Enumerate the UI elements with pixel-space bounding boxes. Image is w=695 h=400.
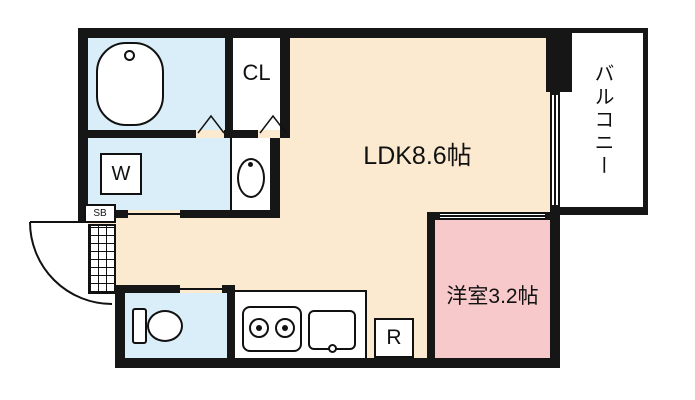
wall: [115, 285, 180, 293]
wall: [270, 138, 280, 218]
wall: [280, 28, 290, 138]
wall: [78, 28, 88, 222]
bathtub-fixture: [96, 42, 164, 126]
western-room-label: 洋室3.2帖: [446, 284, 539, 308]
balcony-wall: [643, 28, 648, 215]
bathtub-drain-icon: [124, 50, 135, 61]
closet-label: CL: [242, 60, 271, 85]
balcony-corner-wall: [546, 28, 572, 92]
wall: [115, 358, 560, 368]
vanity-faucet-icon: [248, 162, 253, 167]
window-western-room: [440, 212, 545, 220]
genkan-step: [88, 224, 116, 294]
shoebox-label: SB: [93, 208, 107, 219]
balcony-wall: [552, 207, 648, 215]
room-western: [435, 220, 550, 358]
balcony-wall: [560, 28, 648, 33]
wall: [286, 130, 290, 138]
wall: [115, 290, 125, 368]
ldk-label: LDK8.6帖: [363, 141, 472, 170]
wall: [78, 28, 560, 38]
refrigerator-label: R: [386, 326, 402, 349]
shoebox-box: SB: [84, 204, 116, 223]
window-ldk-balcony: [550, 95, 560, 205]
refrigerator-box: R: [374, 318, 414, 358]
stove-burner-icon: [249, 318, 269, 338]
wall: [78, 130, 196, 138]
room-closet: [233, 38, 280, 130]
balcony-label: バルコニー: [591, 62, 613, 178]
kitchen-sink-fixture: [308, 310, 356, 350]
kitchen-faucet-icon: [328, 344, 337, 353]
stove-burner-icon: [275, 318, 295, 338]
wall: [180, 210, 280, 218]
toilet-tank-fixture: [132, 308, 147, 344]
wall: [224, 130, 258, 138]
washer-box: W: [100, 153, 142, 195]
wall: [227, 285, 235, 368]
wall: [225, 28, 233, 130]
wall: [427, 212, 435, 368]
toilet-bowl-fixture: [147, 310, 183, 342]
washer-label: W: [111, 162, 131, 185]
exterior-patch: [88, 294, 115, 368]
